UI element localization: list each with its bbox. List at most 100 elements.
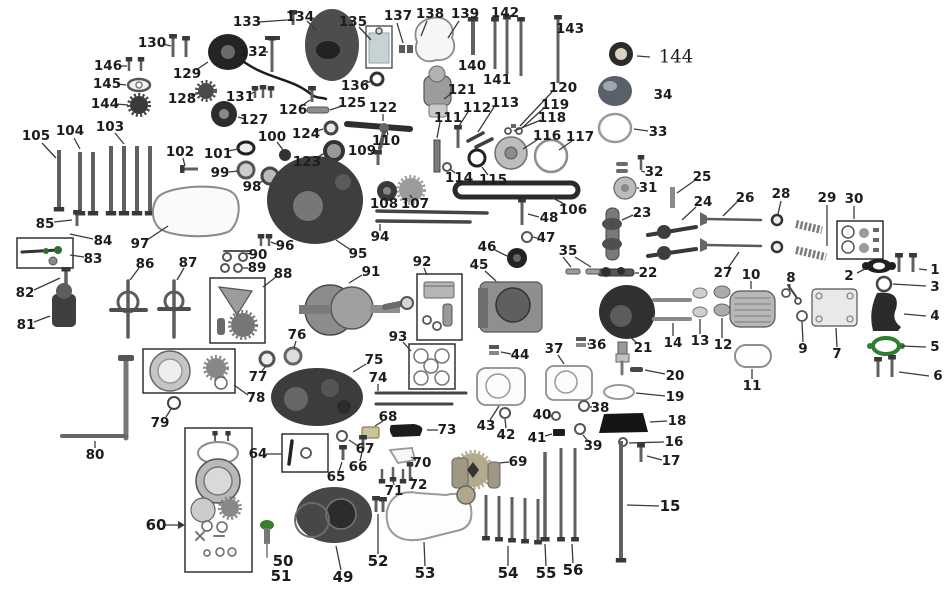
- callout-125: 125: [338, 95, 366, 111]
- sprocket-144-left: [130, 96, 148, 114]
- leader-84: [69, 233, 94, 240]
- callout-68: 68: [379, 409, 398, 425]
- oring-40: [551, 411, 561, 421]
- leader-110: [386, 130, 389, 136]
- washer-124: [323, 120, 339, 136]
- oring-3: [875, 275, 893, 293]
- callout-86: 86: [136, 256, 155, 272]
- bit-119: [515, 127, 523, 135]
- rocker-24a-hub: [657, 225, 671, 239]
- leader-8: [788, 283, 791, 291]
- callout-30: 30: [845, 191, 864, 207]
- pin-25: [670, 187, 675, 208]
- oil-pump-69-rotor2: [456, 485, 476, 505]
- callout-113: 113: [491, 95, 519, 111]
- washer-47: [521, 231, 533, 243]
- leader-101: [227, 148, 239, 152]
- bolt-140-head: [467, 17, 479, 22]
- callout-98: 98: [243, 179, 262, 195]
- cylinder-45-flange: [478, 288, 488, 328]
- leader-111: [436, 121, 441, 139]
- valve-spring-29b: [795, 246, 827, 261]
- gasket-97: [151, 185, 240, 238]
- bolt-112-head: [454, 125, 462, 130]
- crank-91-web2: [330, 286, 374, 330]
- callout-16: 16: [665, 434, 684, 450]
- bolt-56b-head: [571, 537, 579, 542]
- ring-8a: [781, 288, 791, 298]
- bracket-90a: [222, 252, 232, 262]
- callout-101: 101: [204, 146, 232, 162]
- callout-31: 31: [639, 180, 658, 196]
- rocker-110-boss: [379, 123, 389, 133]
- callout-13: 13: [691, 333, 710, 349]
- screw-71c-head: [399, 479, 407, 484]
- bolt-133-head: [289, 10, 297, 15]
- spider-60: [195, 531, 225, 541]
- leader-120: [519, 91, 553, 127]
- screw-96a-head: [257, 234, 265, 239]
- leader-117: [558, 140, 573, 151]
- leader-93: [402, 341, 412, 352]
- roller-88: [217, 318, 225, 335]
- leader-137: [396, 22, 404, 44]
- callout-18: 18: [668, 413, 687, 429]
- plate-7-h3: [815, 315, 823, 323]
- callout-23: 23: [633, 205, 652, 221]
- bolt-1b-head: [909, 253, 917, 258]
- bolt-126-head: [308, 86, 316, 91]
- spindle-84: [20, 248, 60, 254]
- leader-85: [53, 219, 73, 223]
- leader-100: [276, 141, 284, 151]
- spindle-84-end: [54, 246, 62, 254]
- leader-35: [562, 256, 572, 268]
- gear-128: [198, 83, 214, 99]
- stator-129-hub: [221, 45, 235, 59]
- nut-137b: [407, 45, 413, 53]
- bolt-109-head: [374, 150, 382, 155]
- bearing-99: [236, 160, 256, 180]
- ring-89b: [233, 263, 243, 273]
- leader-130: [162, 43, 172, 47]
- callout-4: 4: [930, 308, 939, 324]
- callout-129: 129: [173, 66, 201, 82]
- rocker-110-arm: [378, 130, 386, 150]
- callout-137: 137: [384, 8, 412, 24]
- callout-104: 104: [56, 123, 84, 139]
- leader-135: [358, 26, 372, 41]
- ring-60a: [201, 520, 213, 532]
- rocker-shaft-22-k2: [617, 267, 625, 275]
- dipstick-50-stem: [264, 528, 270, 544]
- plate-88: [217, 286, 254, 317]
- leader-48: [527, 213, 540, 218]
- stud-146b-head: [137, 57, 145, 62]
- callout-10: 10: [742, 267, 761, 283]
- callout-73: 73: [438, 422, 457, 438]
- intake-gasket-5: [871, 336, 901, 356]
- callout-28: 28: [772, 186, 791, 202]
- leader-95: [335, 239, 352, 251]
- callout-132: 132: [239, 44, 267, 60]
- plate-7-h1: [815, 292, 823, 300]
- stud-17-head: [637, 443, 645, 448]
- valve-27-stem: [704, 243, 763, 248]
- callout-106: 106: [559, 202, 587, 218]
- gasket-11: [734, 344, 772, 368]
- oring-38: [578, 400, 590, 412]
- callout-82: 82: [16, 285, 35, 301]
- callout-70: 70: [413, 455, 432, 471]
- intake-manifold-4: [871, 292, 901, 331]
- flange-gasket-2-hole: [873, 262, 885, 270]
- callout-77: 77: [249, 369, 268, 385]
- gear-128-teeth: [195, 80, 217, 102]
- callout-115: 115: [479, 172, 507, 188]
- chain-guide-122: [344, 121, 413, 132]
- bolt-82-head: [61, 267, 71, 272]
- bolt-1a-head: [895, 253, 903, 258]
- ring-89a: [220, 263, 230, 273]
- leader-103: [114, 132, 125, 145]
- spindle-84-mid: [43, 248, 49, 254]
- leader-90: [245, 252, 251, 255]
- cam-chain-106: [452, 180, 581, 200]
- callout-126: 126: [279, 102, 307, 118]
